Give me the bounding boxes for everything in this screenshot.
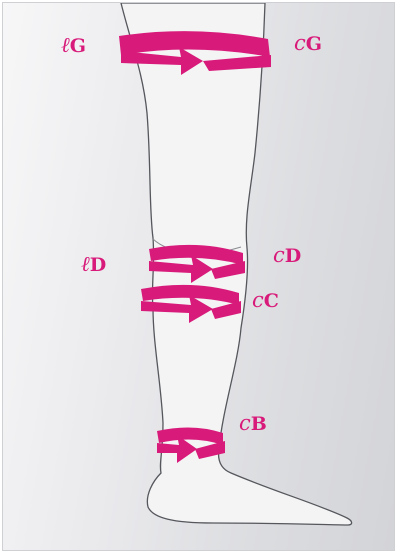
label-thigh-left: ℓG (61, 33, 86, 57)
diagram-canvas: ℓG cG ℓD cD cC cB (3, 3, 395, 551)
label-thigh-right: cG (294, 31, 322, 55)
label-knee-right: cD (273, 243, 301, 267)
label-ankle-right: cB (239, 411, 267, 435)
label-knee-left: ℓD (81, 252, 106, 276)
label-calf-right: cC (252, 288, 279, 312)
leg-measurement-diagram: ℓG cG ℓD cD cC cB (2, 2, 395, 551)
